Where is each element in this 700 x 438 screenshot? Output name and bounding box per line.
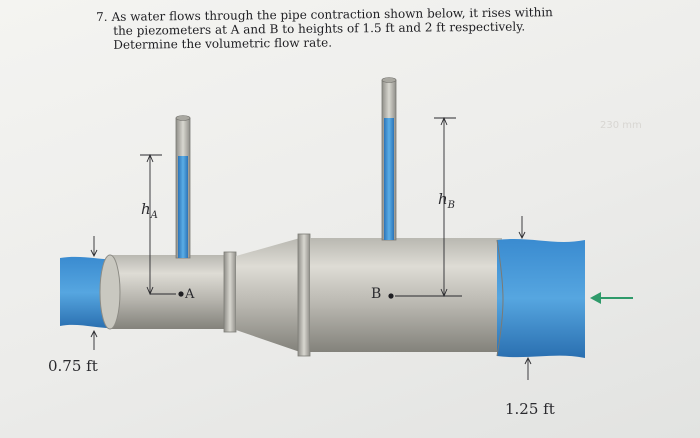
point-a-dot [178, 291, 184, 297]
contraction-cone [236, 238, 300, 352]
right-water-stream [497, 239, 585, 358]
dimension-left-diameter [90, 236, 98, 350]
flange-right [297, 233, 311, 357]
dimension-right-diameter [518, 216, 532, 380]
large-pipe [310, 238, 502, 352]
piezometer-b-top [381, 77, 397, 83]
label-point-a: A [184, 287, 195, 302]
label-point-b: B [371, 286, 381, 302]
corner-stamp: 230 mm [600, 120, 642, 131]
small-pipe [108, 255, 230, 329]
piezometer-a-water [178, 156, 188, 258]
piezometer-b-water [384, 118, 394, 240]
large-pipe-end [496, 239, 504, 357]
small-pipe-end [99, 254, 121, 330]
flow-direction-arrow [590, 292, 633, 304]
point-b-dot [388, 293, 394, 299]
label-ha: hA [141, 200, 158, 221]
label-right-diameter: 1.25 ft [505, 400, 555, 418]
label-hb: hB [438, 190, 455, 211]
flange-left [223, 251, 237, 333]
piezometer-a-top [175, 115, 191, 121]
label-left-diameter: 0.75 ft [48, 357, 98, 375]
dimension-hb [434, 116, 456, 298]
